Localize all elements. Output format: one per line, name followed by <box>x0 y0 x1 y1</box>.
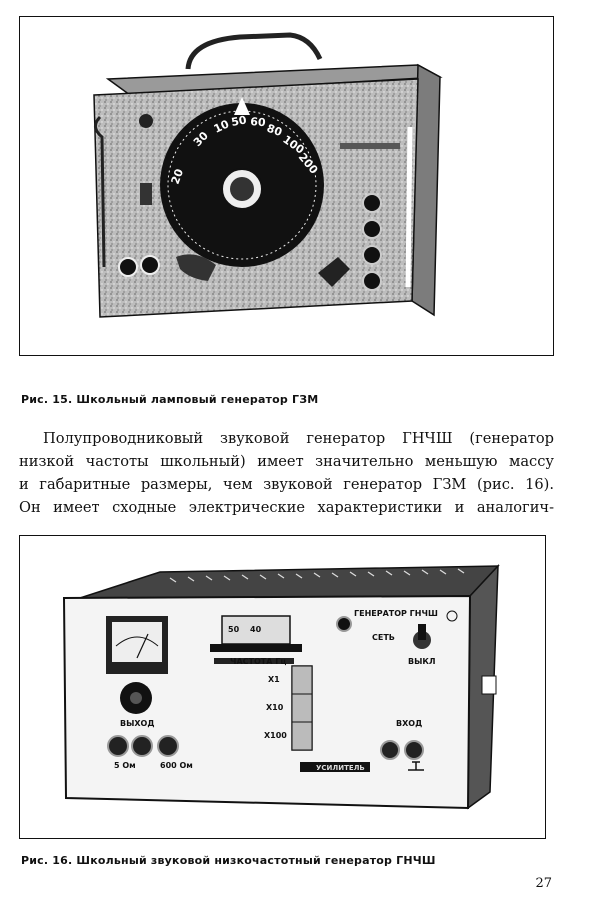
figure-15-caption: Рис. 15. Школьный ламповый генератор ГЗМ <box>21 393 319 406</box>
amplifier-label: УСИЛИТЕЛЬ <box>316 764 365 772</box>
figure-16-photo: ВЫХОД 5 Ом 600 Ом 50 40 ЧАСТОТА Гц X1 X1… <box>62 564 500 810</box>
scale-value-40: 40 <box>250 625 262 634</box>
dial-label-50: 50 <box>230 113 248 129</box>
output-attenuator-knob[interactable] <box>176 254 216 281</box>
figure-15-photo: 20 30 10 50 60 80 100 200 <box>93 32 443 318</box>
case-top <box>79 565 500 599</box>
body-paragraph: Полупроводниковый звуковой генератор ГНЧ… <box>19 427 554 519</box>
left-side-handle <box>94 115 106 268</box>
page-number: 27 <box>535 876 552 891</box>
panel-nameplate <box>340 143 400 149</box>
side-latch <box>481 675 497 695</box>
body-line-1: Полупроводниковый звуковой генератор ГНЧ… <box>43 430 554 447</box>
impedance-low-label: 5 Ом <box>114 761 136 770</box>
carry-handle <box>185 32 323 70</box>
ventilation-slots <box>169 568 465 583</box>
dial-label-60: 60 <box>250 115 267 129</box>
amplifier-label-band <box>300 762 370 772</box>
maker-logo <box>446 610 458 622</box>
power-off-label: ВЫКЛ <box>408 657 436 666</box>
power-toggle[interactable] <box>140 183 152 205</box>
frequency-label-band <box>214 658 294 664</box>
range-label-x100: X100 <box>264 731 287 740</box>
output-jack-3[interactable] <box>157 735 179 757</box>
input-label: ВХОД <box>396 719 422 728</box>
jack-2[interactable] <box>362 219 382 239</box>
output-terminal-right[interactable] <box>140 255 160 275</box>
figure-16-frame: ВЫХОД 5 Ом 600 Ом 50 40 ЧАСТОТА Гц X1 X1… <box>19 535 546 839</box>
input-jack-2[interactable] <box>404 740 424 760</box>
frequency-scale-window <box>221 615 291 645</box>
pilot-lamp <box>139 114 153 128</box>
right-side-handle <box>405 126 413 288</box>
range-label-x10: X10 <box>266 703 284 712</box>
range-button-x100[interactable] <box>291 721 313 751</box>
pilot-lamp <box>336 616 352 632</box>
impedance-high-label: 600 Ом <box>160 761 193 770</box>
dial-pointer <box>234 97 250 115</box>
body-line-2: низкой частоты школьный) имеет значитель… <box>19 453 554 470</box>
figure-15-frame: 20 30 10 50 60 80 100 200 <box>19 16 554 356</box>
output-label: ВЫХОД <box>120 719 154 728</box>
output-jack-2[interactable] <box>131 735 153 757</box>
input-jack-1[interactable] <box>380 740 400 760</box>
scale-value-50: 50 <box>228 625 240 634</box>
range-button-x1[interactable] <box>291 665 313 695</box>
range-switch-knob[interactable] <box>318 257 350 287</box>
power-label: СЕТЬ <box>372 633 395 642</box>
body-line-4: Он имеет сходные электрические характери… <box>19 499 554 516</box>
output-jack-1[interactable] <box>107 735 129 757</box>
panel-title: ГЕНЕРАТОР ГНЧШ <box>354 609 438 618</box>
dial-label-10: 10 <box>212 117 232 135</box>
jack-4[interactable] <box>362 271 382 291</box>
ground-symbol-icon <box>408 761 424 771</box>
body-line-3: и габаритные размеры, чем звуковой генер… <box>19 476 554 493</box>
range-button-x10[interactable] <box>291 693 313 723</box>
scale-bezel <box>210 644 302 652</box>
range-label-x1: X1 <box>268 675 280 684</box>
dial-label-20: 20 <box>169 167 187 186</box>
dial-label-80: 80 <box>265 122 284 140</box>
jack-1[interactable] <box>362 193 382 213</box>
figure-16-caption: Рис. 16. Школьный звуковой низкочастотны… <box>21 854 436 867</box>
output-terminal-left[interactable] <box>118 257 138 277</box>
frequency-label: ЧАСТОТА Гц <box>230 657 286 666</box>
jack-3[interactable] <box>362 245 382 265</box>
